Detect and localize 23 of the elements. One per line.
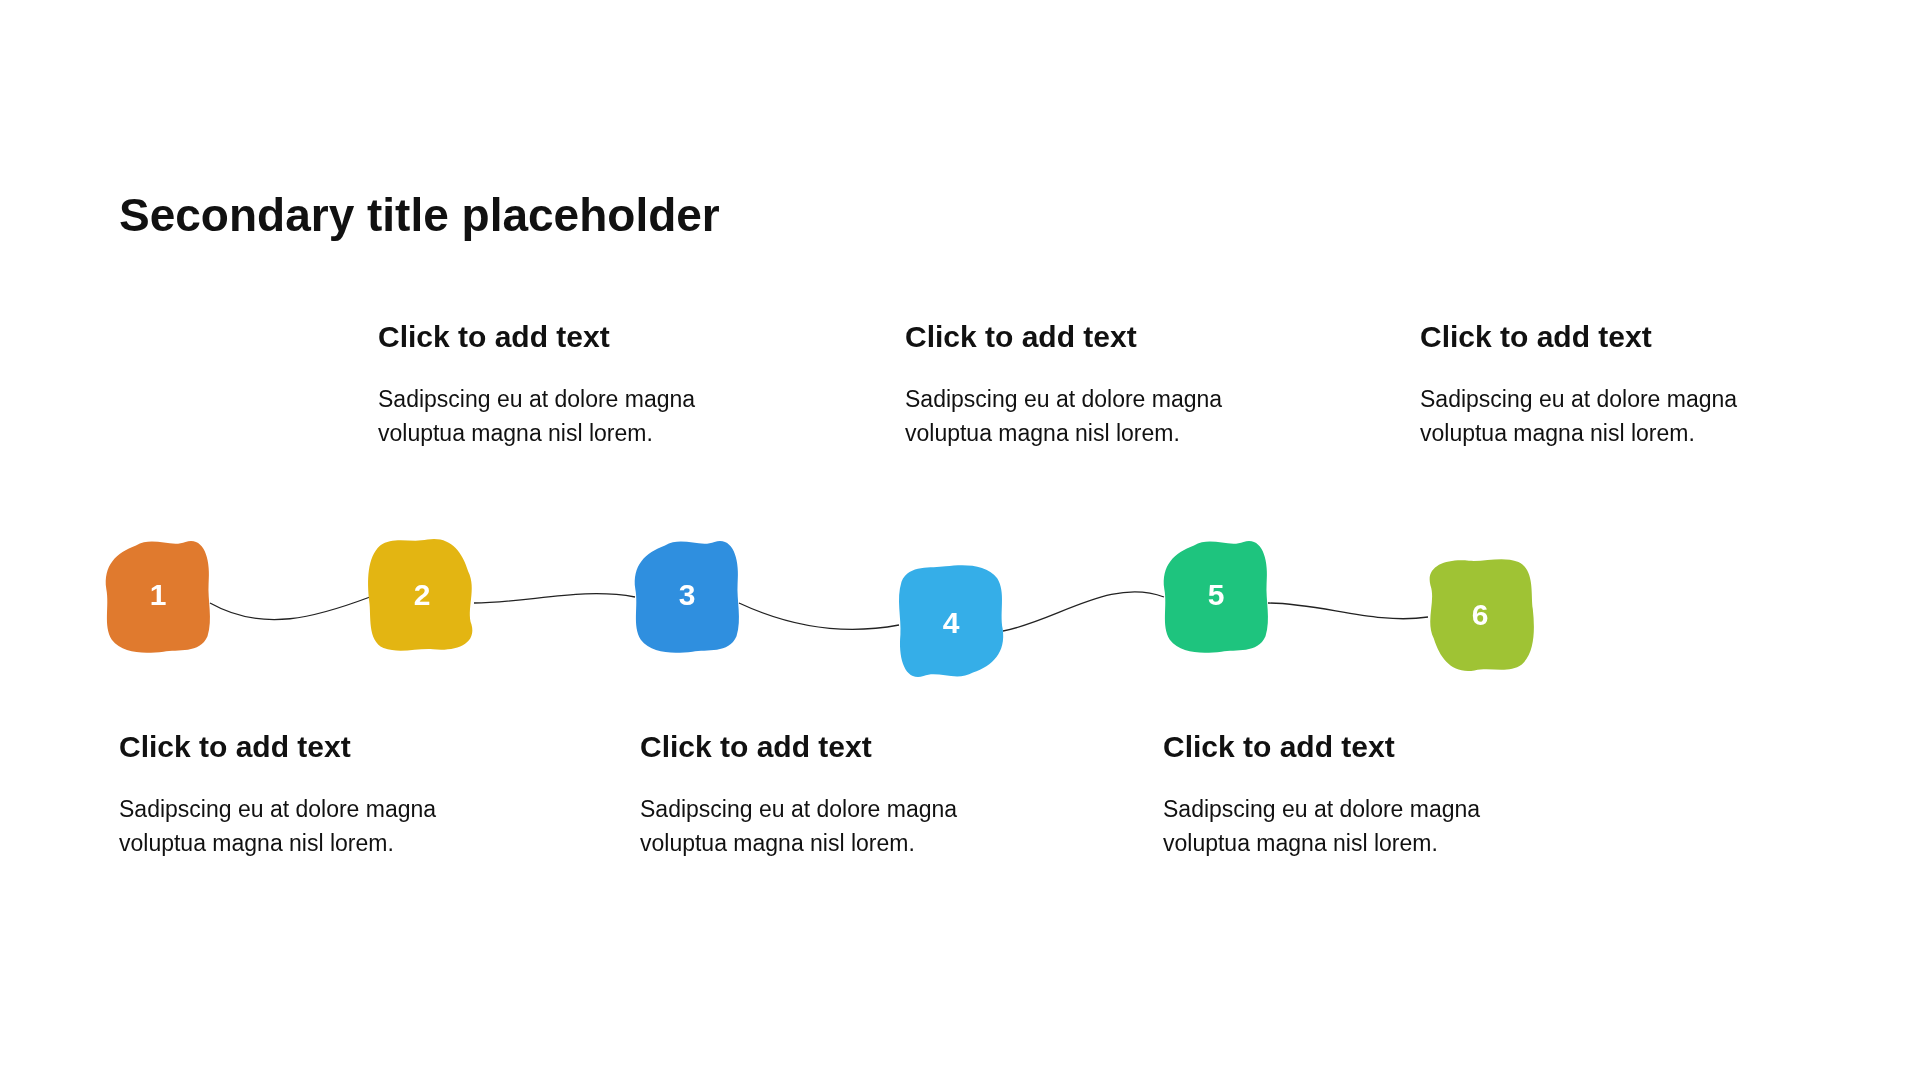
step-number: 6 bbox=[1471, 600, 1489, 630]
step-description: Sadipscing eu at dolore magna voluptua magna nisl lorem. bbox=[378, 385, 697, 448]
step-number: 4 bbox=[942, 608, 960, 638]
step-description: Sadipscing eu at dolore magna voluptua magna nisl lorem. bbox=[640, 795, 959, 858]
connector-line bbox=[738, 602, 900, 630]
connector-line bbox=[1267, 602, 1429, 620]
step-heading: Click to add text bbox=[378, 320, 611, 354]
step-heading: Click to add text bbox=[1163, 730, 1396, 764]
step-number: 1 bbox=[149, 580, 167, 610]
connector-line bbox=[1002, 591, 1165, 632]
step-heading: Click to add text bbox=[119, 730, 352, 764]
step-heading: Click to add text bbox=[1420, 320, 1653, 354]
step-heading: Click to add text bbox=[640, 730, 873, 764]
step-heading: Click to add text bbox=[905, 320, 1138, 354]
step-number: 5 bbox=[1207, 580, 1225, 610]
step-number: 2 bbox=[413, 580, 431, 610]
step-description: Sadipscing eu at dolore magna voluptua magna nisl lorem. bbox=[905, 385, 1224, 448]
step-description: Sadipscing eu at dolore magna voluptua magna nisl lorem. bbox=[119, 795, 438, 858]
step-number: 3 bbox=[678, 580, 696, 610]
step-description: Sadipscing eu at dolore magna voluptua magna nisl lorem. bbox=[1163, 795, 1482, 858]
slide-title: Secondary title placeholder bbox=[119, 188, 720, 242]
connector-line bbox=[473, 593, 636, 604]
step-description: Sadipscing eu at dolore magna voluptua magna nisl lorem. bbox=[1420, 385, 1739, 448]
